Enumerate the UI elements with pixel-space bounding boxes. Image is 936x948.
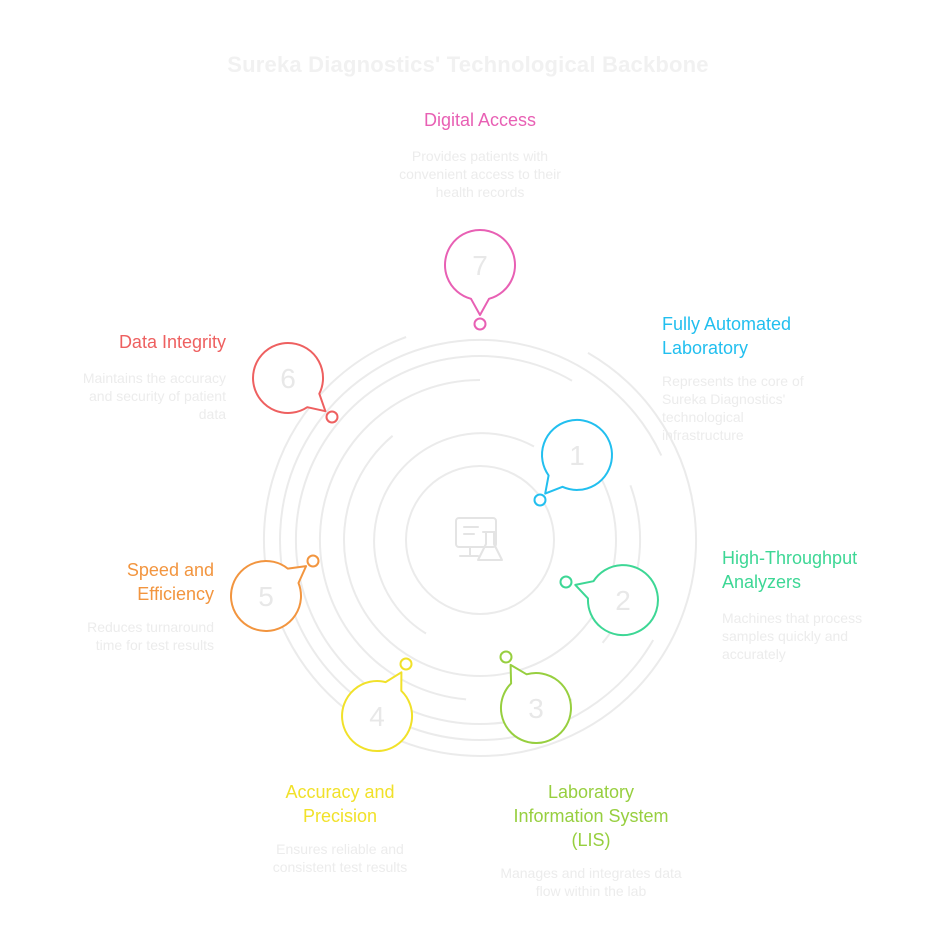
description-line: infrastructure bbox=[662, 427, 744, 443]
connector-dot bbox=[559, 575, 573, 589]
description-line: convenient access to their bbox=[399, 166, 561, 182]
label-line: Laboratory bbox=[547, 782, 635, 802]
step-7-description: Provides patients with convenient access… bbox=[360, 147, 600, 201]
connector-dot bbox=[306, 554, 320, 568]
step-1-bubble: 1 bbox=[533, 418, 613, 507]
step-4-description: Ensures reliable and consistent test res… bbox=[232, 840, 448, 876]
label-line: (LIS) bbox=[571, 830, 611, 850]
label-line: Speed and bbox=[126, 560, 214, 580]
label-line: Analyzers bbox=[722, 572, 802, 592]
step-4-bubble: 4 bbox=[341, 657, 414, 753]
step-1-label: Fully Automated Laboratory bbox=[662, 312, 882, 360]
description-line: samples quickly and bbox=[722, 628, 849, 644]
speech-bubble-shape bbox=[574, 564, 659, 637]
step-7-bubble: 7 bbox=[444, 229, 516, 331]
connector-dot bbox=[325, 410, 339, 424]
speech-bubble-shape bbox=[341, 671, 414, 753]
ring-arc bbox=[279, 339, 663, 741]
step-6-description: Maintains the accuracy and security of p… bbox=[26, 369, 226, 423]
step-4-label: Accuracy and Precision bbox=[240, 780, 440, 828]
step-number: 4 bbox=[369, 701, 385, 732]
label-line: Precision bbox=[302, 806, 378, 826]
step-3-label: Laboratory Information System (LIS) bbox=[481, 780, 701, 852]
description-line: data bbox=[198, 406, 226, 422]
description-line: Maintains the accuracy bbox=[82, 370, 226, 386]
description-line: technological bbox=[662, 409, 744, 425]
description-line: Represents the core of bbox=[662, 373, 804, 389]
description-line: Reduces turnaround bbox=[87, 619, 214, 635]
step-number: 2 bbox=[615, 585, 631, 616]
description-line: Sureka Diagnostics' bbox=[662, 391, 786, 407]
connector-dot bbox=[533, 493, 547, 507]
speech-bubble-shape bbox=[252, 342, 327, 414]
label-line: Data Integrity bbox=[118, 332, 226, 352]
step-number: 5 bbox=[258, 581, 274, 612]
description-line: consistent test results bbox=[272, 859, 408, 875]
description-line: Machines that process bbox=[722, 610, 863, 626]
ring-arc bbox=[373, 432, 535, 635]
label-line: Accuracy and bbox=[285, 782, 395, 802]
step-2-bubble: 2 bbox=[559, 564, 659, 637]
step-1-description: Represents the core of Sureka Diagnostic… bbox=[662, 372, 882, 444]
label-line: High-Throughput bbox=[722, 548, 858, 568]
description-line: Provides patients with bbox=[411, 148, 549, 164]
label-line: Digital Access bbox=[423, 110, 537, 130]
step-5-label: Speed and Efficiency bbox=[14, 558, 214, 606]
step-number: 7 bbox=[472, 250, 488, 281]
step-number: 1 bbox=[569, 440, 585, 471]
computer-lab-flask-icon bbox=[455, 517, 503, 561]
step-5-bubble: 5 bbox=[229, 554, 320, 632]
speech-bubble-shape bbox=[229, 559, 308, 632]
label-line: Fully Automated bbox=[662, 314, 792, 334]
description-line: and security of patient bbox=[89, 388, 226, 404]
label-line: Efficiency bbox=[137, 584, 214, 604]
step-5-description: Reduces turnaround time for test results bbox=[14, 618, 214, 654]
step-2-description: Machines that process samples quickly an… bbox=[722, 609, 922, 663]
description-line: flow within the lab bbox=[535, 883, 647, 899]
ring-arc bbox=[405, 465, 555, 615]
step-number: 6 bbox=[280, 363, 296, 394]
ring-arc bbox=[343, 435, 617, 677]
step-bubbles: 1 2 3 4 5 6 7 bbox=[229, 229, 659, 753]
connector-dot bbox=[499, 650, 513, 664]
ring-arc bbox=[263, 336, 697, 757]
speech-bubble-shape bbox=[500, 663, 572, 744]
speech-bubble-shape bbox=[541, 418, 613, 495]
label-line: Information System bbox=[513, 806, 669, 826]
connector-dot bbox=[473, 317, 487, 331]
step-3-bubble: 3 bbox=[499, 650, 572, 744]
description-line: Manages and integrates data bbox=[500, 865, 682, 881]
step-3-description: Manages and integrates data flow within … bbox=[471, 864, 711, 900]
description-line: time for test results bbox=[95, 637, 214, 653]
description-line: Ensures reliable and bbox=[276, 841, 404, 857]
description-line: health records bbox=[435, 184, 525, 200]
step-7-label: Digital Access bbox=[380, 108, 580, 132]
step-number: 3 bbox=[528, 693, 544, 724]
connector-dot bbox=[399, 657, 413, 671]
step-6-label: Data Integrity bbox=[26, 330, 226, 354]
diagram-title: Sureka Diagnostics' Technological Backbo… bbox=[227, 52, 709, 77]
ring-arc bbox=[295, 355, 573, 725]
label-line: Laboratory bbox=[662, 338, 749, 358]
step-2-label: High-Throughput Analyzers bbox=[722, 546, 922, 594]
description-line: accurately bbox=[722, 646, 786, 662]
speech-bubble-shape bbox=[444, 229, 516, 316]
step-6-bubble: 6 bbox=[252, 342, 339, 424]
